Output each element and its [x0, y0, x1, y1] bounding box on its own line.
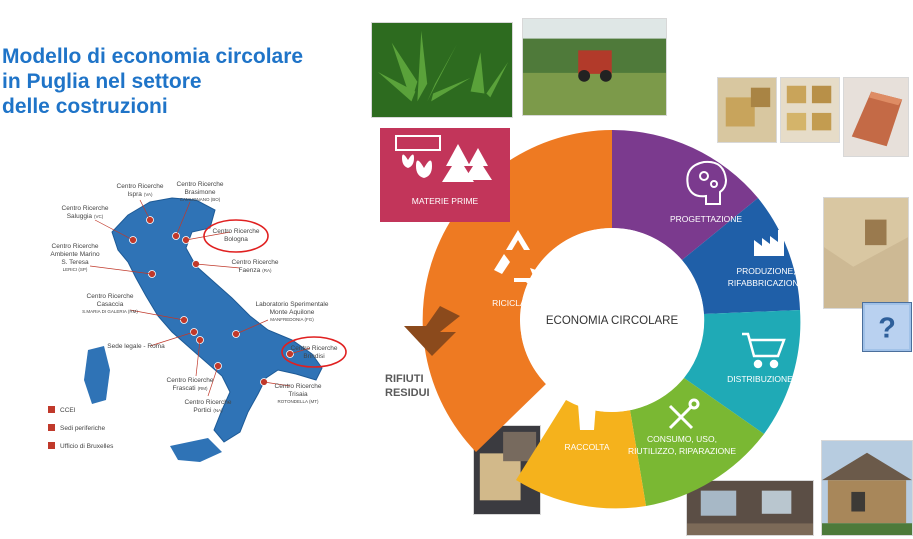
map-legend: CCEI Sedi periferiche Ufficio di Bruxell…: [48, 406, 114, 450]
highlight-circle-bologna: [203, 219, 269, 253]
question-block-icon: ?: [862, 302, 912, 352]
svg-text:CCEI: CCEI: [60, 407, 76, 414]
segment-label-produzione: PRODUZIONE,: [736, 266, 795, 276]
segment-label-materie-prime: MATERIE PRIME: [412, 196, 479, 206]
sicily-shape: [170, 438, 222, 462]
cart-icon: [742, 332, 786, 369]
title-line-1: Modello di economia circolare: [2, 45, 304, 68]
recycle-icon: [494, 230, 542, 286]
recycle-bin-icon: [574, 398, 600, 430]
house-exterior-photo: [821, 440, 913, 536]
segment-label-distribuzione: DISTRIBUZIONE: [727, 374, 793, 384]
segment-label-riciclaggio: RICICLAGGIO: [492, 298, 548, 308]
waste-arrow: [404, 306, 460, 356]
segment-label-progettazione: PROGETTAZIONE: [670, 214, 742, 224]
highlight-circle-brindisi: [281, 336, 347, 368]
segment-materie-prime: [380, 128, 510, 222]
page-title: Modello di economia circolare in Puglia …: [2, 44, 362, 119]
title-line-2: in Puglia nel settore: [2, 70, 202, 93]
segment-label-rifabbricazione: RIFABBRICAZIONE: [728, 278, 805, 288]
fabric-panel-photo: [823, 197, 909, 309]
segment-consumo: [630, 378, 764, 506]
map-label-roma: Sede legale - Roma: [107, 343, 165, 350]
circular-economy-wheel: ECONOMIA CIRCOLARE MATERIE PRIME PROGETT…: [366, 120, 830, 534]
raw-materials-icon: [395, 135, 492, 182]
harvest-field-photo: [522, 18, 667, 116]
hemp-leaves-photo: [371, 22, 513, 118]
waste-label: RIFIUTI RESIDUI: [385, 372, 475, 400]
factory-icon: [754, 230, 784, 256]
material-sample-photo-2: [780, 77, 840, 143]
segment-produzione: [682, 198, 800, 314]
segment-progettazione: [612, 129, 758, 260]
segment-label-raccolta: RACCOLTA: [564, 442, 609, 452]
italy-shape: [111, 197, 323, 443]
material-sample-photo-1: [717, 77, 777, 143]
sardinia-shape: [84, 346, 110, 404]
segment-raccolta: [516, 400, 646, 509]
svg-text:Ufficio di Bruxelles: Ufficio di Bruxelles: [60, 443, 114, 450]
waste-label-1: RIFIUTI: [385, 373, 424, 385]
head-gears-icon: [686, 160, 728, 205]
segment-label-consumo: CONSUMO, USO,: [647, 434, 717, 444]
waste-label-2: RESIDUI: [385, 387, 430, 399]
svg-text:Sedi periferiche: Sedi periferiche: [60, 425, 106, 432]
svg-text:?: ?: [878, 313, 896, 345]
tools-icon: [668, 398, 700, 430]
wheel-center-label: ECONOMIA CIRCOLARE: [546, 315, 679, 327]
title-line-3: delle costruzioni: [2, 95, 168, 118]
brick-block-photo: [843, 77, 909, 157]
wheel-center: [520, 228, 704, 412]
segment-label-riutilizzo: RIUTILIZZO, RIPARAZIONE: [628, 446, 736, 456]
